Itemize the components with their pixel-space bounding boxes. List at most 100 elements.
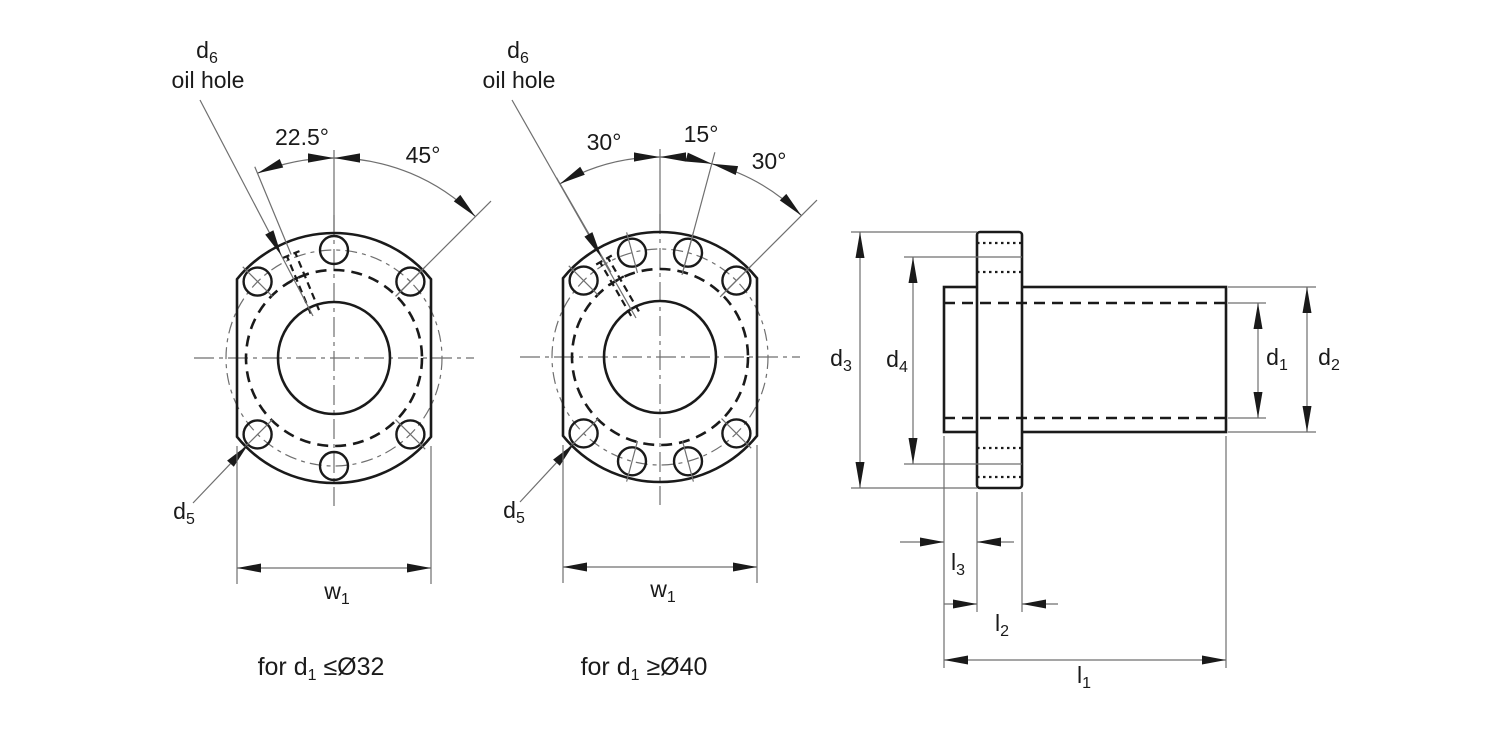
arrowhead [920, 537, 944, 547]
bolt-hole [721, 418, 752, 449]
angle-label-30-right: 30° [751, 148, 787, 174]
oil-passage [285, 255, 312, 314]
bolt-hole [616, 446, 648, 477]
leader-line-d5 [192, 463, 231, 504]
bolt-hole [395, 419, 426, 450]
oil-passage [599, 261, 633, 317]
oil-passage-cap [607, 275, 625, 287]
leader-arrowhead [584, 232, 602, 257]
caption-large-flange: for d1 ≥Ø40 [580, 653, 708, 684]
dim-label-d1: d1 [1266, 344, 1288, 374]
dimension-line [395, 200, 492, 297]
arrowhead [1253, 303, 1263, 329]
bolt-hole [318, 450, 350, 482]
oil-hole-label-mid: oil hole [482, 67, 556, 93]
dimension-line [242, 266, 273, 297]
bolt-circle [551, 248, 769, 466]
dimension-line [395, 419, 426, 450]
arrowhead [733, 562, 757, 572]
dim-label-d4: d4 [886, 346, 908, 376]
arrowhead [257, 159, 284, 174]
arrowhead [711, 163, 739, 175]
thread-circle [570, 267, 750, 447]
arrowhead [977, 537, 1001, 547]
dim-label-d6-mid: d6 [507, 37, 529, 67]
arrowhead [308, 153, 334, 163]
angle-label-22-5: 22.5° [275, 124, 329, 150]
oil-passage-cap [291, 272, 310, 282]
dimension-line [681, 152, 716, 276]
oil-passage-cap [595, 254, 613, 266]
dim-label-d5-mid: d5 [503, 497, 525, 527]
arrowhead [1253, 392, 1263, 418]
bolt-hole [568, 418, 599, 449]
dim-label-d3: d3 [830, 345, 852, 375]
leader-arrowhead [227, 444, 249, 467]
flange-outline [561, 230, 759, 484]
dimension-line [568, 265, 599, 296]
bolt-hole [672, 446, 704, 477]
nut-flange [975, 230, 1024, 490]
arrowhead [1202, 655, 1226, 665]
bolt-hole [721, 265, 752, 296]
angle-label-15: 15° [683, 121, 719, 147]
bolt-hole [616, 237, 648, 268]
arrowhead [634, 152, 660, 162]
bolt-hole [242, 266, 273, 297]
arrowhead [1022, 599, 1046, 609]
flange-outline [235, 231, 433, 485]
arrowhead [908, 257, 918, 283]
oil-hole-label-left: oil hole [171, 67, 245, 93]
bolt-hole [568, 265, 599, 296]
arrowhead [855, 232, 865, 258]
oil-passage [606, 257, 640, 312]
arrowhead [560, 166, 585, 184]
flange-front-view-large [511, 99, 818, 583]
bolt-circle [225, 249, 443, 467]
arrowhead [660, 152, 686, 162]
dim-label-d5-left: d5 [173, 498, 195, 528]
arrowhead [855, 462, 865, 488]
dim-label-d6-left: d6 [196, 37, 218, 67]
oil-passage-cap [282, 250, 300, 259]
dimension-line [719, 199, 818, 298]
angle-dimension-arc [559, 156, 661, 185]
side-section-view [851, 230, 1316, 668]
dimension-line [721, 418, 752, 449]
arrowhead [407, 563, 431, 573]
angle-label-30-left: 30° [586, 129, 622, 155]
dim-label-w1-left: w1 [324, 578, 350, 608]
arrowhead [1302, 287, 1312, 313]
bore-circle [602, 299, 718, 415]
leader-line-d6 [199, 99, 314, 317]
dim-label-d2: d2 [1318, 344, 1340, 374]
arrowhead [563, 562, 587, 572]
arrowhead [453, 194, 476, 217]
arrowhead [685, 152, 712, 164]
dimension-line [626, 440, 639, 482]
oil-passage [294, 252, 321, 311]
caption-small-flange: for d1 ≤Ø32 [257, 653, 385, 684]
angle-label-45: 45° [405, 142, 441, 168]
leader-line-d6 [511, 99, 637, 319]
dimension-line [568, 418, 599, 449]
arrowhead [944, 655, 968, 665]
dim-label-w1-mid: w1 [650, 576, 676, 606]
arrowhead [1302, 406, 1312, 432]
bolt-hole [395, 266, 426, 297]
dimension-line [626, 232, 639, 274]
bolt-hole [672, 237, 704, 268]
arrowhead [334, 153, 360, 163]
angle-dimension-arc [257, 157, 335, 174]
thread-circle [244, 268, 424, 448]
dimension-line [242, 419, 273, 450]
arrowhead [953, 599, 977, 609]
arrowhead [237, 563, 261, 573]
dim-label-l1: l1 [1076, 662, 1092, 692]
leader-arrowhead [265, 230, 282, 256]
dimension-line [681, 440, 694, 482]
bore-circle [276, 300, 392, 416]
flange-front-view-small [192, 99, 492, 584]
